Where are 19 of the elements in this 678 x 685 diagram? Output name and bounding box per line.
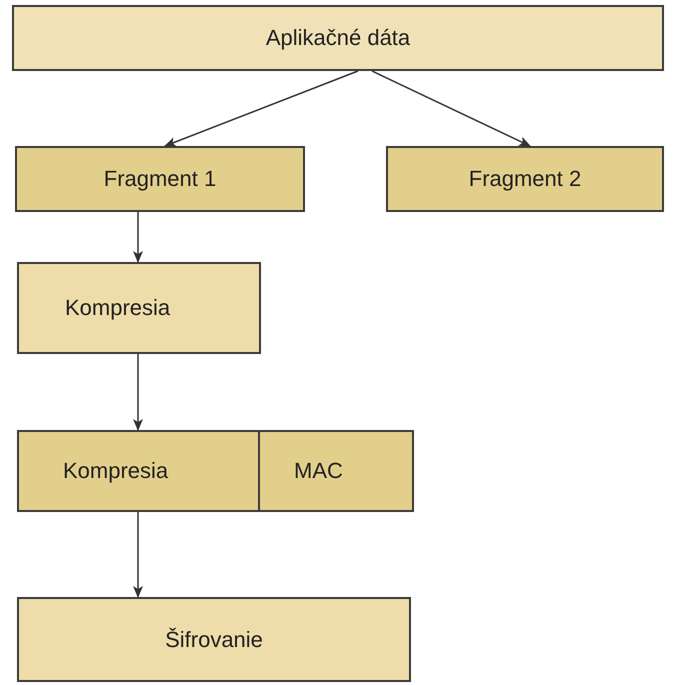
process-box [17, 262, 261, 354]
arrow [372, 70, 531, 147]
box-label: Šifrovanie [165, 626, 263, 652]
box-label: Kompresia [65, 295, 170, 321]
process-box [12, 5, 664, 71]
box-label: Fragment 1 [104, 166, 216, 192]
process-box [17, 597, 411, 682]
process-box [386, 146, 664, 212]
arrow [133, 512, 143, 598]
process-box [258, 430, 414, 512]
box-label: MAC [294, 458, 343, 484]
box-label: Fragment 2 [468, 166, 582, 192]
box-label: Kompresia [63, 458, 168, 484]
process-box [17, 430, 260, 512]
arrow [133, 212, 143, 263]
arrow [164, 70, 358, 147]
process-box [15, 146, 305, 212]
arrow [133, 354, 143, 431]
box-label: Aplikačné dáta [266, 25, 410, 51]
